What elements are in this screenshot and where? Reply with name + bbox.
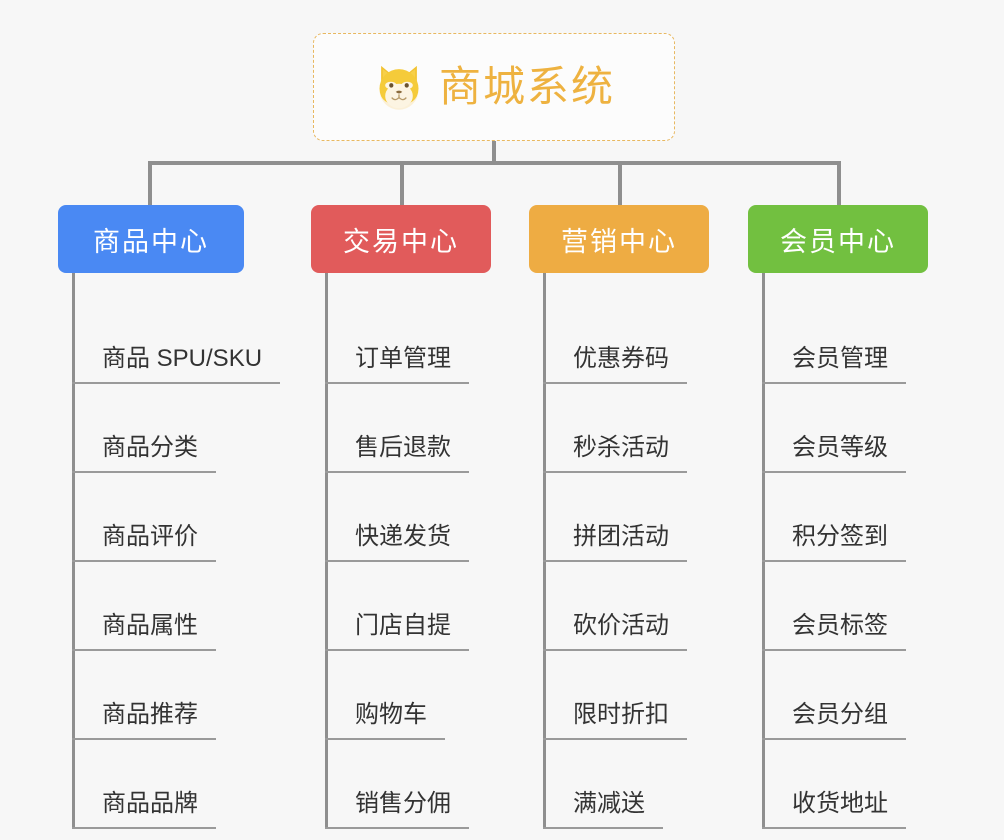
leaf-spine-1 — [72, 273, 75, 829]
leaf-label: 销售分佣 — [325, 789, 469, 829]
branch-column-1: 商品中心 商品 SPU/SKU 商品分类 商品评价 商品属性 商品推荐 商品品牌 — [58, 205, 281, 829]
leaf-label: 商品 SPU/SKU — [72, 344, 281, 384]
leaf-label: 商品品牌 — [72, 789, 216, 829]
shiba-dog-face-icon — [379, 65, 419, 110]
connector-horizontal-bus — [148, 161, 841, 165]
leaf-label: 积分签到 — [762, 522, 906, 562]
leaf-label: 会员标签 — [762, 611, 906, 651]
list-item[interactable]: 销售分佣 — [311, 740, 491, 829]
list-item[interactable]: 会员管理 — [748, 295, 928, 384]
list-item[interactable]: 会员分组 — [748, 651, 928, 740]
list-item[interactable]: 售后退款 — [311, 384, 491, 473]
list-item[interactable]: 商品分类 — [58, 384, 244, 473]
connector-drop-4 — [837, 161, 841, 207]
list-item[interactable]: 快递发货 — [311, 473, 491, 562]
leaf-label: 商品属性 — [72, 611, 216, 651]
branch-column-4: 会员中心 会员管理 会员等级 积分签到 会员标签 会员分组 收货地址 — [748, 205, 928, 829]
leaf-label: 门店自提 — [325, 611, 469, 651]
leaf-label: 订单管理 — [325, 344, 469, 384]
leaf-label: 购物车 — [325, 700, 445, 740]
leaf-label: 限时折扣 — [543, 700, 687, 740]
leaf-label: 会员等级 — [762, 433, 906, 473]
list-item[interactable]: 积分签到 — [748, 473, 928, 562]
list-item[interactable]: 门店自提 — [311, 562, 491, 651]
leaf-label: 会员管理 — [762, 344, 906, 384]
root-node[interactable]: 商城系统 — [313, 33, 675, 141]
leaf-label: 售后退款 — [325, 433, 469, 473]
leaf-spine-3 — [543, 273, 546, 829]
list-item[interactable]: 商品品牌 — [58, 740, 244, 829]
category-label-2: 交易中心 — [343, 226, 459, 257]
list-item[interactable]: 收货地址 — [748, 740, 928, 829]
category-box-2[interactable]: 交易中心 — [311, 205, 491, 273]
leaf-tree-3: 优惠券码 秒杀活动 拼团活动 砍价活动 限时折扣 满减送 — [529, 273, 709, 829]
list-item[interactable]: 满减送 — [529, 740, 709, 829]
list-item[interactable]: 限时折扣 — [529, 651, 709, 740]
category-box-1[interactable]: 商品中心 — [58, 205, 244, 273]
leaf-label: 商品评价 — [72, 522, 216, 562]
category-label-3: 营销中心 — [561, 226, 677, 257]
leaf-spine-4 — [762, 273, 765, 829]
leaf-label: 优惠券码 — [543, 344, 687, 384]
leaf-label: 秒杀活动 — [543, 433, 687, 473]
list-item[interactable]: 商品 SPU/SKU — [58, 295, 281, 384]
leaf-label: 会员分组 — [762, 700, 906, 740]
list-item[interactable]: 会员等级 — [748, 384, 928, 473]
list-item[interactable]: 秒杀活动 — [529, 384, 709, 473]
branch-column-2: 交易中心 订单管理 售后退款 快递发货 门店自提 购物车 销售分佣 — [311, 205, 491, 829]
connector-drop-2 — [400, 161, 404, 207]
list-item[interactable]: 拼团活动 — [529, 473, 709, 562]
leaf-spine-2 — [325, 273, 328, 829]
list-item[interactable]: 商品评价 — [58, 473, 244, 562]
root-title: 商城系统 — [438, 63, 615, 110]
connector-drop-3 — [618, 161, 622, 207]
branch-column-3: 营销中心 优惠券码 秒杀活动 拼团活动 砍价活动 限时折扣 满减送 — [529, 205, 709, 829]
connector-root-stem — [492, 141, 496, 163]
list-item[interactable]: 会员标签 — [748, 562, 928, 651]
category-label-4: 会员中心 — [780, 226, 896, 257]
leaf-label: 商品推荐 — [72, 700, 216, 740]
list-item[interactable]: 优惠券码 — [529, 295, 709, 384]
category-box-3[interactable]: 营销中心 — [529, 205, 709, 273]
leaf-label: 快递发货 — [325, 522, 469, 562]
leaf-label: 满减送 — [543, 789, 663, 829]
leaf-tree-2: 订单管理 售后退款 快递发货 门店自提 购物车 销售分佣 — [311, 273, 491, 829]
leaf-tree-4: 会员管理 会员等级 积分签到 会员标签 会员分组 收货地址 — [748, 273, 928, 829]
list-item[interactable]: 购物车 — [311, 651, 491, 740]
leaf-label: 收货地址 — [762, 789, 906, 829]
leaf-label: 商品分类 — [72, 433, 216, 473]
list-item[interactable]: 订单管理 — [311, 295, 491, 384]
list-item[interactable]: 砍价活动 — [529, 562, 709, 651]
category-box-4[interactable]: 会员中心 — [748, 205, 928, 273]
leaf-label: 砍价活动 — [543, 611, 687, 651]
list-item[interactable]: 商品属性 — [58, 562, 244, 651]
category-label-1: 商品中心 — [93, 226, 209, 257]
connector-drop-1 — [148, 161, 152, 207]
list-item[interactable]: 商品推荐 — [58, 651, 244, 740]
leaf-label: 拼团活动 — [543, 522, 687, 562]
leaf-tree-1: 商品 SPU/SKU 商品分类 商品评价 商品属性 商品推荐 商品品牌 — [58, 273, 281, 829]
